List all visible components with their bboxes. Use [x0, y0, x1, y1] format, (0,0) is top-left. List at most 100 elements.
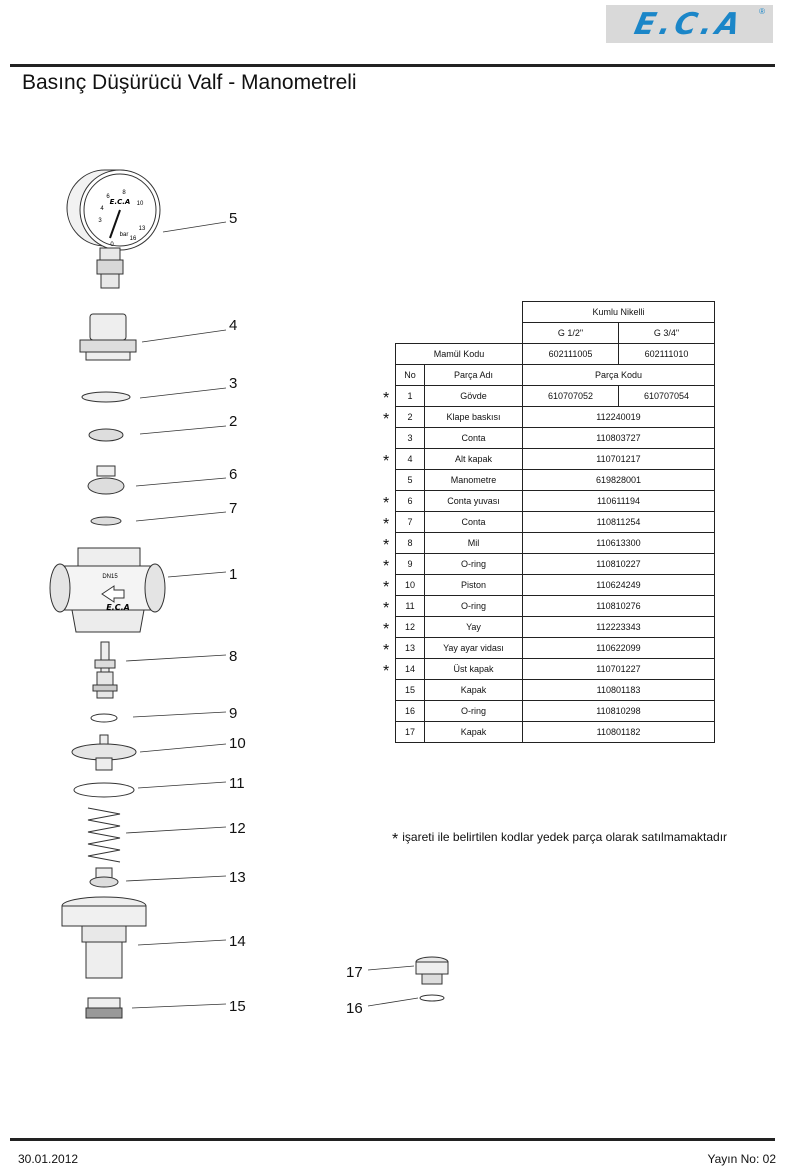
callout-6: 6 [229, 466, 237, 483]
table-row: 6 Conta yuvası 110611194 [395, 490, 715, 512]
table-row: 8 Mil 110613300 [395, 532, 715, 554]
table-row: 4 Alt kapak 110701217 [395, 448, 715, 470]
row-code: 110613300 [522, 532, 715, 554]
callout-14: 14 [229, 933, 246, 950]
callout-13: 13 [229, 869, 246, 886]
row-star-marker: * [383, 600, 390, 617]
row-star-marker: * [383, 453, 390, 470]
gauge-brand: E.C.A [110, 198, 131, 206]
row-no: 4 [395, 448, 425, 470]
note-text: işareti ile belirtilen kodlar yedek parç… [402, 830, 728, 844]
row-no: 6 [395, 490, 425, 512]
row-name: Manometre [424, 469, 523, 491]
footer-issue: Yayın No: 02 [707, 1152, 776, 1166]
callout-8: 8 [229, 648, 237, 665]
o-ring-16-part [419, 994, 445, 1002]
callout-1: 1 [229, 566, 237, 583]
row-code: 110811254 [522, 511, 715, 533]
product-code-label: Mamül Kodu [395, 343, 523, 365]
row-code: 112240019 [522, 406, 715, 428]
row-name: O-ring [424, 700, 523, 722]
table-row: 14 Üst kapak 110701227 [395, 658, 715, 680]
row-name: Conta [424, 427, 523, 449]
table-row: 5 Manometre 619828001 [395, 469, 715, 491]
table-row: 17 Kapak 110801182 [395, 721, 715, 743]
row-code: 110801183 [522, 679, 715, 701]
row-name: Klape baskısı [424, 406, 523, 428]
gauge-scale-3: 3 [98, 218, 102, 224]
o-ring-11-part [73, 782, 135, 798]
size-a-header: G 1/2" [522, 322, 619, 344]
note-star: * [392, 831, 399, 848]
row-name: Kapak [424, 679, 523, 701]
table-row: 9 O-ring 110810227 [395, 553, 715, 575]
row-code: 110810227 [522, 553, 715, 575]
row-no: 12 [395, 616, 425, 638]
o-ring-9-part [90, 713, 118, 723]
row-name: Yay ayar vidası [424, 637, 523, 659]
row-star-marker: * [383, 579, 390, 596]
callout-5: 5 [229, 210, 237, 227]
footer-date: 30.01.2012 [18, 1152, 79, 1166]
spare-parts-note: *işareti ile belirtilen kodlar yedek par… [392, 830, 727, 849]
row-star-marker: * [383, 621, 390, 638]
row-code: 112223343 [522, 616, 715, 638]
table-row: 11 O-ring 110810276 [395, 595, 715, 617]
row-no: 15 [395, 679, 425, 701]
size-b-header: G 3/4" [618, 322, 715, 344]
table-row: 13 Yay ayar vidası 110622099 [395, 637, 715, 659]
gauge-scale-16: 16 [130, 236, 137, 242]
row-no: 16 [395, 700, 425, 722]
table-row: 1 Gövde 610707052 610707054 [395, 385, 715, 407]
callout-17: 17 [346, 964, 363, 981]
row-star-marker: * [383, 390, 390, 407]
row-no: 11 [395, 595, 425, 617]
row-code: 110624249 [522, 574, 715, 596]
finish-header: Kumlu Nikelli [522, 301, 715, 323]
row-star-marker: * [383, 495, 390, 512]
callout-3: 3 [229, 375, 237, 392]
header-rule [10, 64, 775, 67]
table-row: 2 Klape baskısı 112240019 [395, 406, 715, 428]
callout-2: 2 [229, 413, 237, 430]
part-name-header: Parça Adı [424, 364, 523, 386]
table-row: 15 Kapak 110801183 [395, 679, 715, 701]
row-no: 9 [395, 553, 425, 575]
row-code-a: 610707052 [522, 385, 619, 407]
row-no: 17 [395, 721, 425, 743]
conta-7-part [90, 516, 122, 526]
kapak-17-part [415, 956, 449, 985]
row-no: 1 [395, 385, 425, 407]
callout-10: 10 [229, 735, 246, 752]
product-code-b: 602111010 [618, 343, 715, 365]
callout-12: 12 [229, 820, 246, 837]
row-no: 10 [395, 574, 425, 596]
row-name: Yay [424, 616, 523, 638]
callout-4: 4 [229, 317, 237, 334]
callout-9: 9 [229, 705, 237, 722]
row-code: 110701217 [522, 448, 715, 470]
gauge-scale-4: 4 [100, 206, 104, 212]
gauge-scale-6: 6 [106, 194, 110, 200]
table-row: 12 Yay 112223343 [395, 616, 715, 638]
product-code-row: Mamül Kodu 602111005 602111010 [395, 343, 715, 365]
row-code: 110810276 [522, 595, 715, 617]
table-header-size-row: G 1/2" G 3/4" [396, 322, 715, 344]
row-name: Conta [424, 511, 523, 533]
kapak-15-part [85, 997, 123, 1019]
yay-part [87, 807, 121, 863]
body-size-mark: DN15 [102, 574, 118, 580]
row-star-marker: * [383, 663, 390, 680]
gauge-scale-10: 10 [137, 201, 144, 207]
parts-table: Kumlu Nikelli G 1/2" G 3/4" Mamül Kodu 6… [395, 301, 715, 743]
manometer-part [66, 169, 161, 289]
row-no: 2 [395, 406, 425, 428]
row-star-marker: * [383, 411, 390, 428]
part-code-header: Parça Kodu [522, 364, 715, 386]
callout-16: 16 [346, 1000, 363, 1017]
row-name: O-ring [424, 553, 523, 575]
row-star-marker: * [383, 558, 390, 575]
row-name: Kapak [424, 721, 523, 743]
callout-11: 11 [229, 775, 245, 792]
row-name: O-ring [424, 595, 523, 617]
